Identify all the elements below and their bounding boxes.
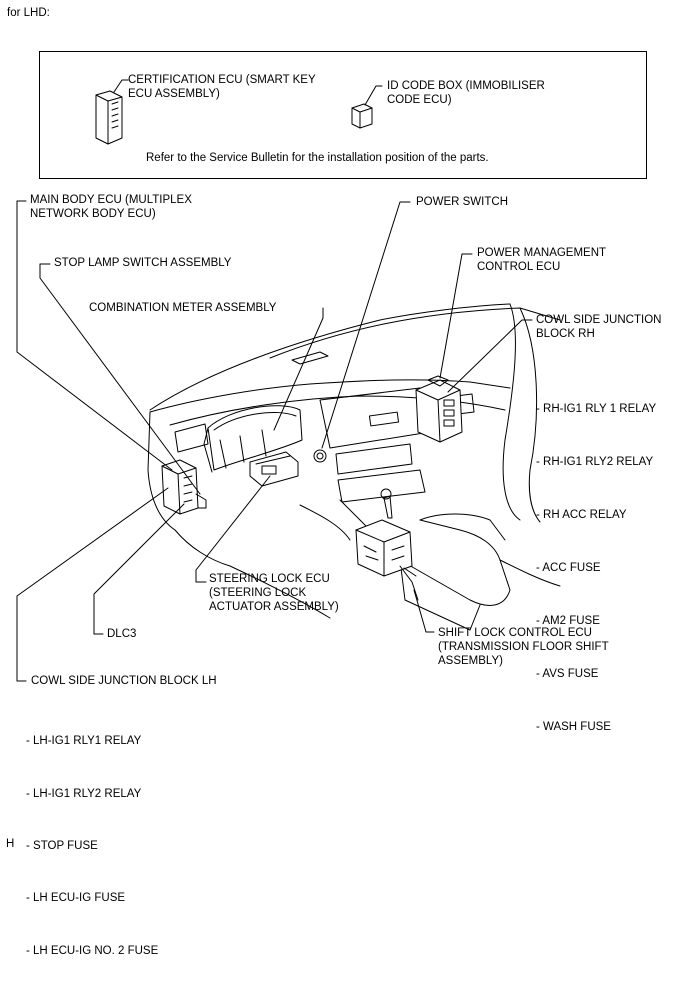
variant-label: for LHD: bbox=[7, 7, 50, 19]
list-item: - STOP FUSE bbox=[26, 840, 98, 853]
id-code-box-label: ID CODE BOX (IMMOBILISER CODE ECU) bbox=[387, 80, 545, 106]
service-bulletin-note: Refer to the Service Bulletin for the in… bbox=[146, 152, 489, 164]
main-body-ecu-label: MAIN BODY ECU (MULTIPLEX NETWORK BODY EC… bbox=[30, 194, 192, 220]
main-body-ecu-icon bbox=[161, 459, 207, 515]
rh-items-list: - RH-IG1 RLY 1 RELAY - RH-IG1 RLY2 RELAY… bbox=[536, 369, 656, 767]
steering-lock-ecu-label: STEERING LOCK ECU (STEERING LOCK ACTUATO… bbox=[209, 573, 339, 613]
certification-ecu-label: CERTIFICATION ECU (SMART KEY ECU ASSEMBL… bbox=[128, 74, 316, 100]
id-code-leader bbox=[364, 85, 383, 106]
shift-lock-ecu-label: SHIFT LOCK CONTROL ECU (TRANSMISSION FLO… bbox=[438, 627, 609, 667]
instrument-panel-diagram bbox=[16, 79, 561, 682]
list-item: - RH ACC RELAY bbox=[536, 508, 627, 521]
dashboard-drawing bbox=[147, 303, 561, 631]
list-item: - RH-IG1 RLY 1 RELAY bbox=[536, 402, 657, 415]
list-item: - RH-IG1 RLY2 RELAY bbox=[536, 455, 654, 468]
cowl-side-rh-label: COWL SIDE JUNCTION BLOCK RH bbox=[536, 314, 662, 340]
shift-lock-ecu-icon bbox=[355, 519, 419, 601]
cowl-side-lh-label: COWL SIDE JUNCTION BLOCK LH bbox=[31, 675, 217, 687]
list-item: - LH-IG1 RLY1 RELAY bbox=[26, 735, 142, 748]
power-management-label: POWER MANAGEMENT CONTROL ECU bbox=[477, 247, 607, 273]
leader-lines bbox=[16, 200, 533, 682]
list-item: - LH ECU-IG NO. 2 FUSE bbox=[26, 944, 159, 957]
power-switch-icon bbox=[313, 449, 327, 463]
list-item: - LH ECU-IG FUSE bbox=[26, 892, 126, 905]
power-switch-label: POWER SWITCH bbox=[416, 196, 508, 208]
stop-lamp-switch-label: STOP LAMP SWITCH ASSEMBLY bbox=[54, 257, 232, 269]
certification-ecu-icon bbox=[95, 90, 123, 145]
certification-leader bbox=[113, 79, 129, 93]
list-item: - AM2 FUSE bbox=[536, 614, 600, 627]
id-code-box-icon bbox=[351, 103, 373, 129]
footer-code: H bbox=[6, 838, 15, 850]
power-management-ecu-icon bbox=[415, 375, 463, 443]
steering-lock-ecu-icon bbox=[249, 451, 299, 487]
dlc3-label: DLC3 bbox=[107, 628, 137, 640]
list-item: - LH-IG1 RLY2 RELAY bbox=[26, 787, 142, 800]
list-item: - AVS FUSE bbox=[536, 667, 599, 680]
list-item: - ACC FUSE bbox=[536, 561, 601, 574]
lh-items-list: - LH-IG1 RLY1 RELAY - LH-IG1 RLY2 RELAY … bbox=[26, 702, 158, 990]
combination-meter-label: COMBINATION METER ASSEMBLY bbox=[89, 302, 277, 314]
combination-meter-icon bbox=[203, 405, 303, 473]
list-item: - WASH FUSE bbox=[536, 720, 611, 733]
note-box bbox=[39, 51, 647, 179]
